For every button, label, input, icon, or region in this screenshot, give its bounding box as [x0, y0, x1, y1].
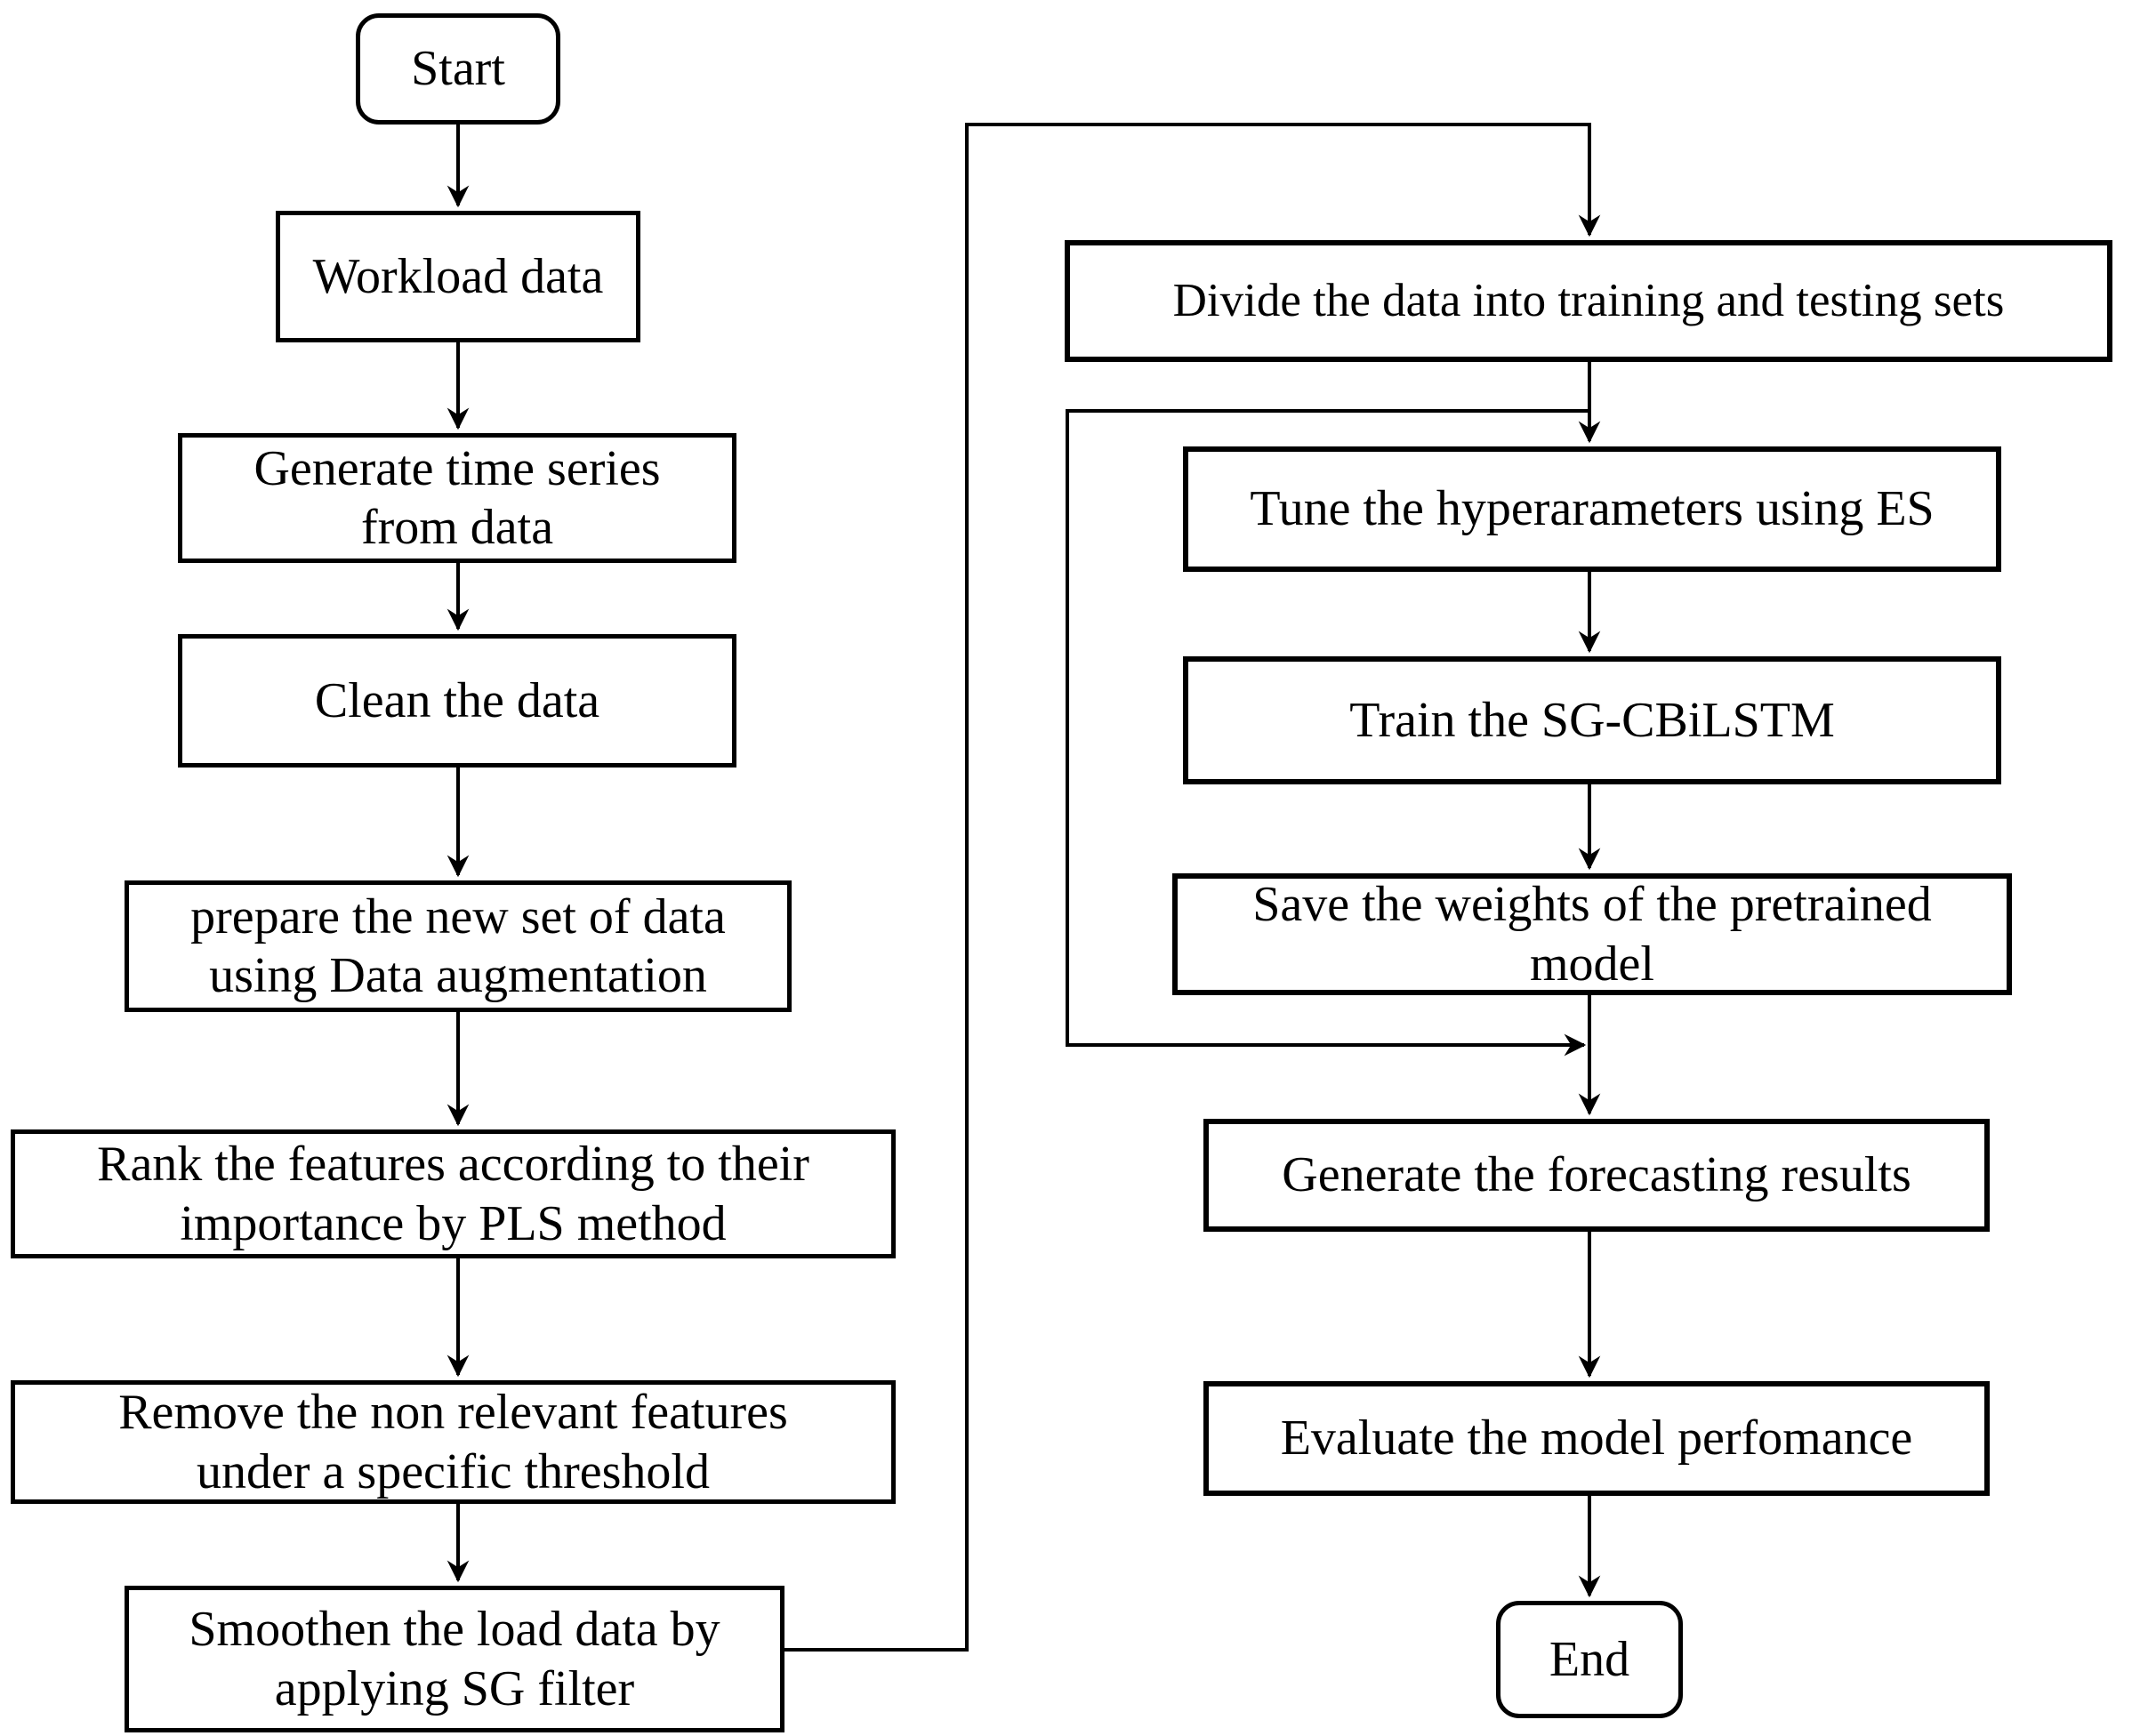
node-tune-hyperparameters: Tune the hyperarameters using ES — [1183, 446, 2001, 572]
node-start: Start — [356, 13, 560, 125]
node-remove-line2: under a specific threshold — [197, 1443, 710, 1499]
node-end-label: End — [1549, 1631, 1630, 1687]
node-smoothen-line2: applying SG filter — [274, 1660, 635, 1716]
node-remove-features: Remove the non relevant features under a… — [11, 1380, 896, 1504]
arrow-bypass-merge — [1066, 409, 1589, 1057]
node-save-line2: model — [1530, 936, 1654, 992]
node-clean-data-label: Clean the data — [314, 672, 600, 728]
node-prepare-line2: using Data augmentation — [209, 948, 707, 1003]
node-evaluate-label: Evaluate the model perfomance — [1280, 1410, 1913, 1467]
node-remove-line1: Remove the non relevant features — [118, 1385, 788, 1441]
node-start-label: Start — [411, 41, 505, 97]
node-smoothen-sg-filter: Smoothen the load data by applying SG fi… — [125, 1586, 784, 1732]
node-clean-data: Clean the data — [178, 634, 736, 768]
node-generate-time-series-line1: Generate time series — [253, 440, 661, 496]
node-save-weights: Save the weights of the pretrained model — [1172, 873, 2012, 995]
node-prepare-augmentation: prepare the new set of data using Data a… — [125, 880, 792, 1012]
node-train-label: Train the SG-CBiLSTM — [1349, 692, 1835, 748]
node-evaluate-performance: Evaluate the model perfomance — [1203, 1381, 1990, 1496]
node-divide-train-test: Divide the data into training and testin… — [1065, 240, 2112, 362]
node-generate-forecast: Generate the forecasting results — [1203, 1119, 1990, 1232]
node-save-line1: Save the weights of the pretrained — [1252, 877, 1932, 933]
node-tune-label: Tune the hyperarameters using ES — [1250, 481, 1935, 537]
node-rank-features: Rank the features according to their imp… — [11, 1129, 896, 1258]
node-rank-line1: Rank the features according to their — [97, 1137, 809, 1193]
node-generate-time-series-line2: from data — [360, 500, 554, 555]
node-train-sg-cbilstm: Train the SG-CBiLSTM — [1183, 656, 2001, 784]
node-generate-forecast-label: Generate the forecasting results — [1282, 1147, 1911, 1203]
node-smoothen-line1: Smoothen the load data by — [189, 1602, 720, 1658]
node-workload-data: Workload data — [276, 211, 640, 342]
arrow-smoothen-divide — [784, 123, 1601, 1652]
node-end: End — [1496, 1601, 1683, 1718]
node-divide-label: Divide the data into training and testin… — [1172, 275, 2005, 327]
node-generate-time-series: Generate time series from data — [178, 433, 736, 563]
node-workload-label: Workload data — [312, 248, 604, 304]
node-rank-line2: importance by PLS method — [180, 1195, 727, 1251]
node-prepare-line1: prepare the new set of data — [190, 888, 726, 944]
